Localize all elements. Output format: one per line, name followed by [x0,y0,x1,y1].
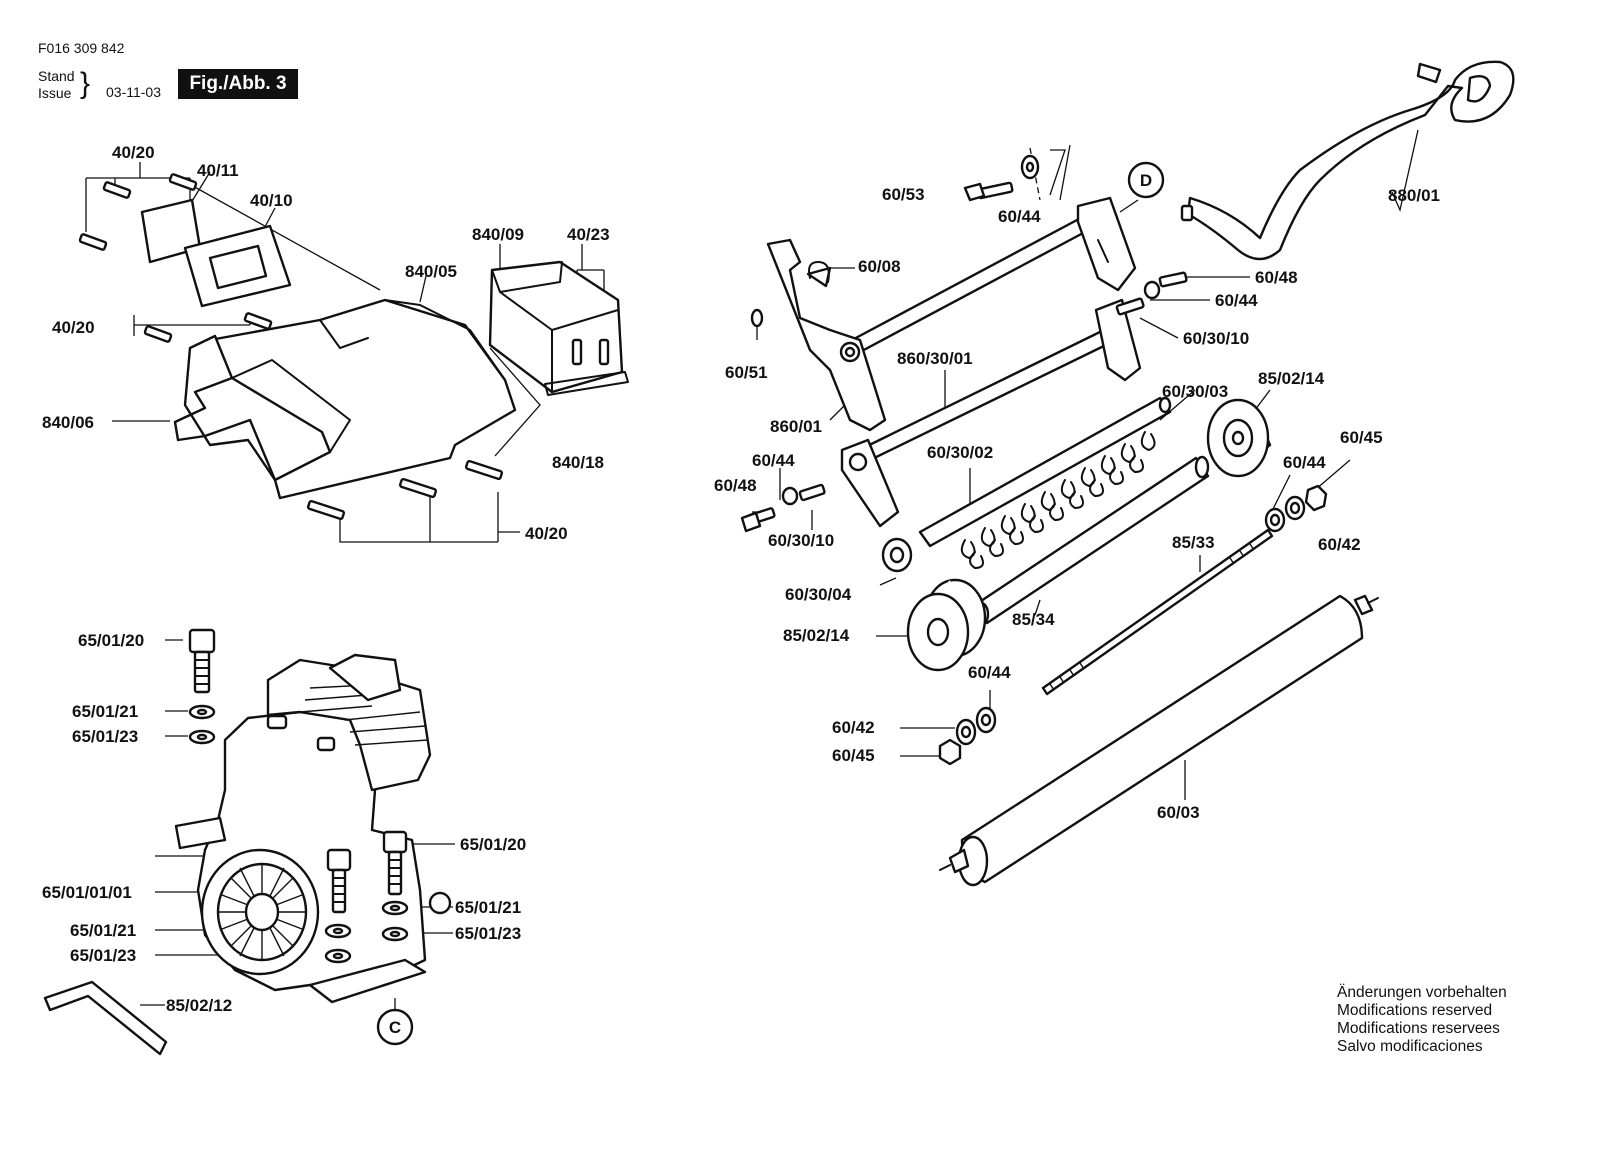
label-85-33: 85/33 [1172,533,1215,552]
part-number: F016 309 842 [38,40,125,56]
brace-icon: } [80,67,91,100]
label-60-51: 60/51 [725,363,768,382]
label-40-20: 40/20 [52,318,95,337]
stand-label: Stand [38,68,75,84]
callout-d [1127,161,1165,199]
label-60-53: 60/53 [882,185,925,204]
callout-c [376,1008,414,1046]
label-65-01-23: 65/01/23 [455,924,521,943]
label-60-45: 60/45 [832,746,875,765]
tines-60-30-03 [960,431,1156,569]
label-840-18: 840/18 [552,453,604,472]
label-40-11: 40/11 [197,161,239,180]
label-60-44: 60/44 [998,207,1041,226]
label-60-48: 60/48 [714,476,757,495]
handle-880-01 [1186,60,1515,261]
label-60-44: 60/44 [1215,291,1258,310]
label-880-01: 880/01 [1388,186,1440,205]
label-860-01: 860/01 [770,417,822,436]
label-860-30-01: 860/30/01 [897,349,973,368]
label-60-45: 60/45 [1340,428,1383,447]
modification-notes: Änderungen vorbehalten Modifications res… [1337,984,1507,1056]
label-60-03: 60/03 [1157,803,1200,822]
label-65-01-21: 65/01/21 [72,702,138,721]
part-labels: 40/20 40/11 40/10 840/09 40/23 840/05 40… [42,143,1440,1015]
label-40-20: 40/20 [525,524,568,543]
label-840-05: 840/05 [405,262,457,281]
label-65-01-20: 65/01/20 [78,631,144,650]
bracket-840-06 [173,334,277,482]
bracket-right-top [1076,196,1137,292]
roller-60-03 [960,594,1364,884]
label-60-30-10: 60/30/10 [1183,329,1249,348]
label-60-08: 60/08 [858,257,901,276]
callout-c-label: C [389,1018,401,1037]
bolt-65-01-20-b [326,830,408,914]
allen-key-85-02-12 [43,980,168,1056]
label-840-09: 840/09 [472,225,524,244]
label-60-44: 60/44 [752,451,795,470]
label-65-01-21: 65/01/21 [455,898,521,917]
label-65-01-23: 65/01/23 [70,946,136,965]
note-line: Änderungen vorbehalten [1337,984,1507,1001]
label-40-20: 40/20 [112,143,155,162]
screw-40-20 [78,173,504,521]
label-60-30-04: 60/30/04 [785,585,852,604]
cover-assembly [78,162,629,543]
label-40-23: 40/23 [567,225,610,244]
label-40-10: 40/10 [250,191,293,210]
label-65-01-23: 65/01/23 [72,727,138,746]
side-plate-860-01 [766,238,887,432]
label-85-02-12: 85/02/12 [166,996,232,1015]
shaft-60-30-02 [918,396,1172,548]
note-line: Modifications reserved [1337,1002,1493,1019]
label-60-42: 60/42 [1318,535,1361,554]
label-60-44: 60/44 [1283,453,1326,472]
note-line: Salvo modificaciones [1337,1038,1483,1055]
label-65-01-20: 65/01/20 [460,835,526,854]
bolt-65-01-20 [188,628,216,694]
figure-title: Fig./Abb. 3 [178,69,298,99]
label-85-34: 85/34 [1012,610,1055,629]
label-65-01-01-01: 65/01/01/01 [42,883,132,902]
label-840-06: 840/06 [42,413,94,432]
engine-assembly: C [43,628,455,1056]
label-60-30-03: 60/30/03 [1162,382,1228,401]
roller-assembly: D [740,60,1515,887]
note-line: Modifications reservees [1337,1020,1500,1037]
label-60-30-02: 60/30/02 [927,443,993,462]
label-85-02-14: 85/02/14 [783,626,850,645]
threaded-rod-85-33 [1041,528,1274,696]
issue-label: Issue [38,85,72,101]
label-60-30-10: 60/30/10 [768,531,834,550]
callout-d-label: D [1140,171,1152,190]
issue-date: 03-11-03 [106,84,162,100]
label-60-44: 60/44 [968,663,1011,682]
label-60-42: 60/42 [832,718,875,737]
label-65-01-21: 65/01/21 [70,921,136,940]
label-60-48: 60/48 [1255,268,1298,287]
label-85-02-14: 85/02/14 [1258,369,1325,388]
box-840-09 [488,260,624,394]
hood-840-05 [208,298,517,500]
